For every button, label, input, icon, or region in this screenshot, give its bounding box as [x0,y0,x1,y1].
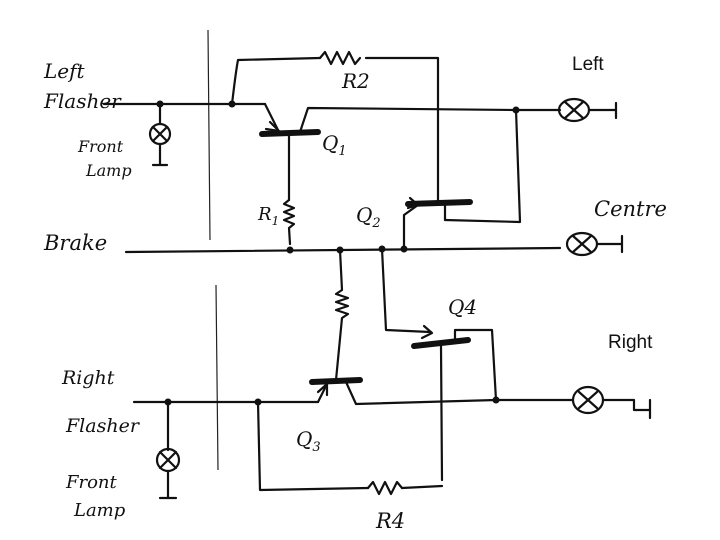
resistor-to-q3 [334,248,350,382]
front-lamp-ground [151,142,169,167]
left-output [443,97,618,224]
output-left-label: Left [572,54,604,75]
q2-label: Q2 [356,203,381,231]
q4-transistor [380,247,498,482]
left-flasher-label-1: Left [43,59,86,83]
output-right-label: Right [608,332,653,353]
right-flasher-label-2: Flasher [65,415,141,437]
front-lamp-top-label-2: Lamp [85,161,132,180]
q1-transistor [259,102,518,202]
q3-transistor [309,377,498,406]
r4-label: R4 [375,509,405,533]
front-lamp-bottom-icon [155,447,181,473]
right-flasher-label-1: Right [61,367,115,389]
r2-feedback [230,50,440,197]
r4-resistor [366,480,404,496]
front-lamp-bottom-label-2: Lamp [73,500,126,521]
output-centre-label: Centre [594,197,667,221]
q2-transistor [402,193,473,250]
q4-label: Q4 [448,295,477,319]
r4-feedback [256,400,444,496]
r1-label: R1 [257,204,279,228]
front-lamp-top-label-1: Front [77,137,124,156]
left-flasher-circuit [102,100,267,167]
right-output [494,385,652,420]
r2-label: R2 [341,69,370,93]
front-lamp-top-icon [148,122,172,146]
guide-line-bottom [215,284,219,471]
right-flasher-circuit [132,398,320,500]
q3-label: Q3 [296,427,321,455]
q1-label: Q1 [322,131,347,159]
guide-line-top [207,29,211,241]
brake-bus [124,231,624,257]
centre-lamp-icon [565,231,599,257]
front-lamp-bottom-label-1: Front [65,472,118,493]
r2-resistor [318,50,362,66]
brake-label: Brake [43,231,107,255]
right-lamp-icon [571,385,605,415]
r1-resistor [282,198,296,246]
left-flasher-label-2: Flasher [43,89,122,113]
left-lamp-icon [557,97,591,123]
